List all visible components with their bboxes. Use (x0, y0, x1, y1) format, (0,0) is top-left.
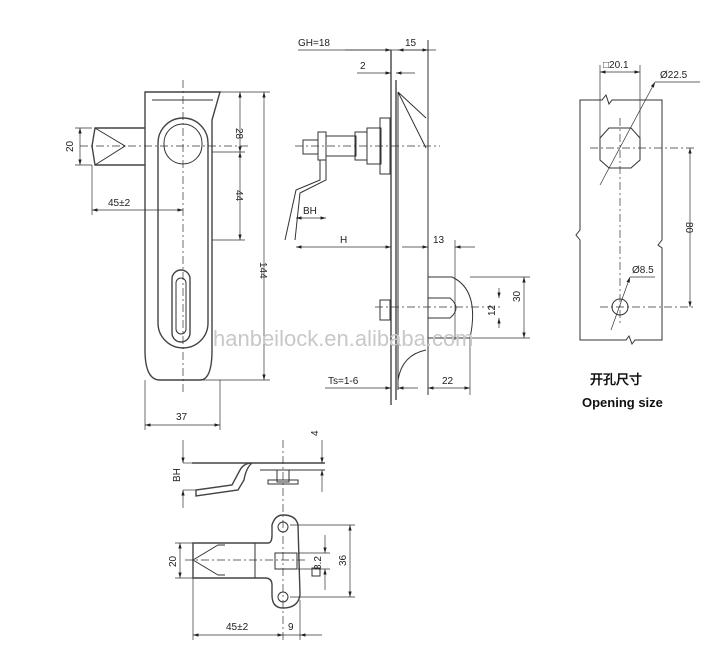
dim-bottom-offset: 9 (288, 622, 294, 633)
dim-side-slot-12: 12 (487, 304, 498, 316)
dim-side-depth: 15 (405, 38, 417, 49)
dim-front-slot: 44 (233, 190, 244, 202)
dim-opening-diameter-small: Ø8.5 (632, 265, 654, 276)
bottom-top-view: 20 8.2 36 45±2 9 (168, 514, 355, 640)
caption-english: Opening size (582, 395, 663, 410)
dim-bottom-side-bh: BH (172, 468, 183, 482)
bottom-side-view: BH 4 (172, 430, 325, 640)
dim-front-width: 37 (176, 412, 188, 423)
dim-side-gh: GH=18 (298, 38, 330, 49)
opening-size-view: □20.1 Ø22.5 80 Ø8.5 开孔尺寸 Opening size (575, 60, 700, 410)
dim-bottom-tongue-height: 20 (168, 555, 179, 567)
dim-bottom-hole-spacing: 36 (338, 554, 349, 566)
dim-bottom-side-thickness: 4 (310, 430, 321, 436)
dim-side-plate: 2 (360, 61, 366, 72)
dim-side-offset: 13 (433, 235, 445, 246)
dim-side-ts: Ts=1-6 (328, 376, 359, 387)
front-view: 20 28 44 144 45±2 37 (65, 80, 270, 430)
dim-opening-diameter-large: Ø22.5 (660, 70, 688, 81)
dim-front-tongue-length: 45±2 (108, 198, 131, 209)
dim-opening-square: □20.1 (603, 60, 629, 71)
side-view: GH=18 15 2 BH H 13 30 12 22 Ts=1-6 (284, 38, 530, 405)
caption-chinese: 开孔尺寸 (590, 372, 642, 388)
dim-side-cam-22: 22 (442, 376, 454, 387)
dim-bottom-tongue-length: 45±2 (226, 622, 249, 633)
dim-side-bh: BH (303, 206, 317, 217)
dim-front-top: 28 (233, 128, 244, 140)
dim-front-tongue-height: 20 (65, 140, 76, 152)
dim-opening-spacing: 80 (683, 222, 694, 234)
dim-bottom-square: 8.2 (313, 556, 324, 570)
dim-front-total-height: 144 (257, 262, 268, 279)
dim-side-h: H (340, 235, 347, 246)
dim-side-height-30: 30 (512, 290, 523, 302)
watermark: hanbeilock.en.alibaba.com (213, 326, 474, 351)
